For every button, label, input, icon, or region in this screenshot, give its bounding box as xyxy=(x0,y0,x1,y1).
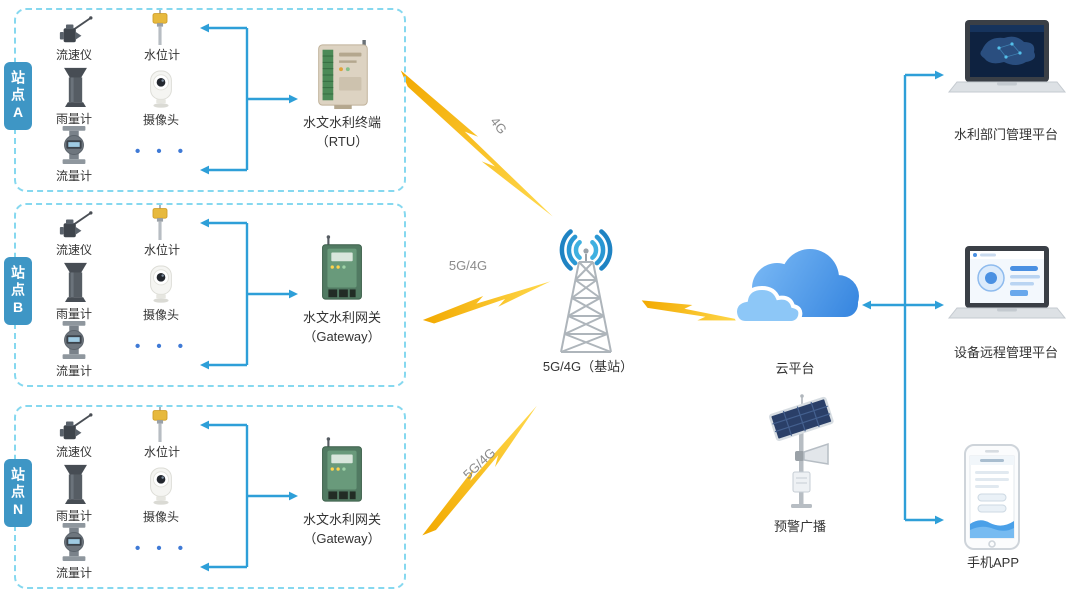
mobile-app-icon xyxy=(962,444,1022,550)
station-box-n: 站点N 流速仪 水位计 雨量计 摄像头 流量计 • • • 水文水利网关 （Ga… xyxy=(4,405,406,589)
cloud-platform-icon xyxy=(720,242,868,344)
gateway-device-icon xyxy=(307,235,377,305)
water-authority-platform-icon xyxy=(944,20,1070,122)
mobile-app-label: 手机APP xyxy=(966,555,1019,570)
device-name: 水文水利网关 xyxy=(302,310,381,325)
flow-meter-icon xyxy=(55,521,93,563)
velocity-meter-label: 流速仪 xyxy=(55,243,92,257)
more-sensors-ellipsis: • • • xyxy=(134,143,190,160)
gateway-device-label: 水文水利网关 （Gateway） xyxy=(278,511,406,549)
water-authority-platform-label: 水利部门管理平台 xyxy=(953,127,1058,142)
rain-gauge-icon xyxy=(61,66,90,108)
base-station-tower-icon xyxy=(538,224,634,354)
flow-meter-icon xyxy=(55,124,93,166)
bolt-5g4g-bottom xyxy=(410,405,553,540)
rain-gauge-icon xyxy=(61,463,90,505)
rtu-device-icon xyxy=(307,40,377,110)
station-a-tab: 站点A xyxy=(4,62,32,130)
base-station-label: 5G/4G（基站） xyxy=(542,359,634,374)
velocity-meter-icon xyxy=(50,413,96,443)
rain-gauge-label: 雨量计 xyxy=(55,307,92,321)
bolt-5g4g-mid xyxy=(420,281,555,326)
camera-icon xyxy=(144,67,178,109)
camera-icon xyxy=(144,262,178,304)
camera-label: 摄像头 xyxy=(142,308,179,322)
cloud-platform-label: 云平台 xyxy=(775,361,815,376)
rain-gauge-label: 雨量计 xyxy=(55,112,92,126)
flow-meter-label: 流量计 xyxy=(55,364,92,378)
device-type: （RTU） xyxy=(315,133,369,149)
velocity-meter-icon xyxy=(50,16,96,46)
platform-arrowheads xyxy=(862,70,944,525)
rtu-device-label: 水文水利终端 （RTU） xyxy=(278,114,406,152)
water-level-icon xyxy=(146,407,174,442)
platform-connector xyxy=(871,73,936,522)
remote-management-platform-label: 设备远程管理平台 xyxy=(953,345,1058,360)
link-label-5g4g-mid: 5G/4G xyxy=(448,258,488,273)
link-label-5g4g-bottom: 5G/4G xyxy=(460,444,499,483)
link-label-4g: 4G xyxy=(487,114,510,137)
water-level-icon xyxy=(146,205,174,240)
water-level-icon xyxy=(146,10,174,45)
device-name: 水文水利网关 xyxy=(302,512,381,527)
device-type: （Gateway） xyxy=(303,530,381,546)
station-n-tab: 站点N xyxy=(4,459,32,527)
gateway-device-label: 水文水利网关 （Gateway） xyxy=(278,309,406,347)
rain-gauge-label: 雨量计 xyxy=(55,509,92,523)
station-b-tab: 站点B xyxy=(4,257,32,325)
water-level-label: 水位计 xyxy=(143,48,180,62)
flow-meter-label: 流量计 xyxy=(55,169,92,183)
bolt-4g-top xyxy=(396,58,553,233)
warning-broadcast-icon xyxy=(756,394,846,512)
device-type: （Gateway） xyxy=(303,328,381,344)
warning-broadcast-label: 预警广播 xyxy=(773,519,826,534)
water-level-label: 水位计 xyxy=(143,243,180,257)
flow-meter-label: 流量计 xyxy=(55,566,92,580)
station-box-b: 站点B 流速仪 水位计 雨量计 摄像头 流量计 • • • 水文水利网关 （Ga… xyxy=(4,203,406,387)
more-sensors-ellipsis: • • • xyxy=(134,338,190,355)
camera-label: 摄像头 xyxy=(142,113,179,127)
remote-management-platform-icon xyxy=(944,246,1070,348)
velocity-meter-label: 流速仪 xyxy=(55,445,92,459)
flow-meter-icon xyxy=(55,319,93,361)
device-name: 水文水利终端 xyxy=(302,115,381,130)
more-sensors-ellipsis: • • • xyxy=(134,540,190,557)
rain-gauge-icon xyxy=(61,261,90,303)
water-level-label: 水位计 xyxy=(143,445,180,459)
gateway-device-icon xyxy=(307,437,377,507)
velocity-meter-label: 流速仪 xyxy=(55,48,92,62)
velocity-meter-icon xyxy=(50,211,96,241)
camera-icon xyxy=(144,464,178,506)
station-box-a: 站点A 流速仪 水位计 雨量计 摄像头 流量计 • • • 水文水利终端 （RT… xyxy=(4,8,406,192)
camera-label: 摄像头 xyxy=(142,510,179,524)
